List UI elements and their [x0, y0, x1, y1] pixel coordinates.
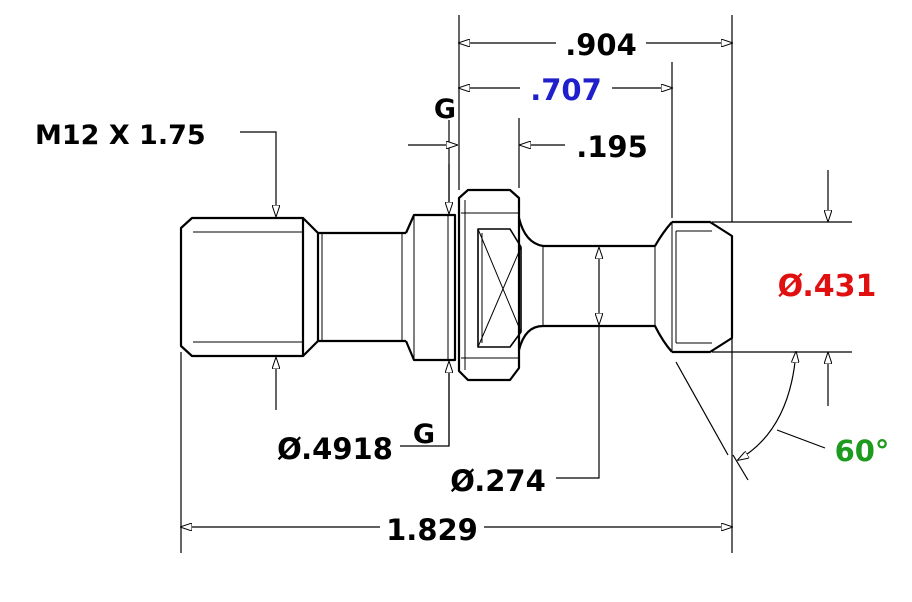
dim-195-label: .195 — [576, 130, 648, 164]
thread-leader-top — [240, 131, 276, 216]
dim-4918-label: Ø.4918 — [277, 432, 393, 466]
gauge-label-bottom: G — [413, 419, 435, 450]
thread-undercut — [302, 217, 320, 357]
thread-callout: M12 X 1.75 — [35, 120, 206, 151]
angle-leader — [776, 429, 826, 449]
dim-4918-leader — [400, 362, 449, 447]
dim-431-label: Ø.431 — [778, 269, 877, 304]
angle-arc — [738, 352, 796, 460]
flange — [457, 188, 521, 382]
part-outline — [179, 188, 734, 382]
dim-1829-label: 1.829 — [386, 513, 478, 547]
pilot-section — [404, 213, 457, 362]
gauge-label-top: G — [434, 94, 456, 125]
knob-head — [672, 220, 734, 354]
dim-274-label: Ø.274 — [450, 464, 546, 498]
neck-blend-left-bottom — [517, 324, 673, 353]
dim-707-label: .707 — [530, 73, 602, 107]
dim-904-label: .904 — [565, 28, 637, 62]
thread-section — [179, 216, 305, 358]
dimension-lines — [181, 43, 828, 527]
wrench-flat — [477, 228, 522, 348]
dim-274-leader — [556, 324, 600, 479]
dimension-labels: M12 X 1.75 .904 .707 .195 G Ø.431 G Ø.49… — [35, 28, 889, 547]
neck-blend-left — [517, 217, 673, 248]
angle-extension — [732, 454, 749, 481]
angle-label: 60° — [835, 434, 890, 468]
